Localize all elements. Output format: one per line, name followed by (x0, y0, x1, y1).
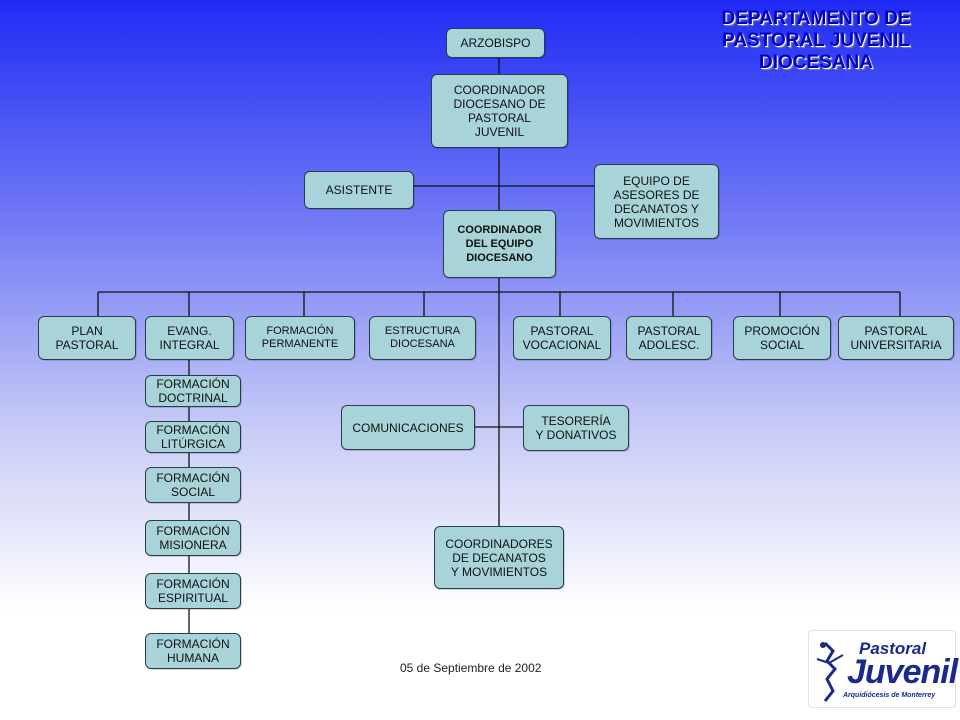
logo-text-arquidiocesis: Arquidiócesis de Monterrey (843, 692, 936, 699)
node-arzobispo: ARZOBISPO (446, 28, 545, 58)
logo-text-juvenil: Juvenil (847, 653, 958, 691)
node-formacion-liturgica: FORMACIÓN LITÚRGICA (145, 421, 241, 453)
node-formacion-doctrinal: FORMACIÓN DOCTRINAL (145, 375, 241, 407)
pastoral-juvenil-logo: Pastoral Juvenil Arquidiócesis de Monter… (808, 630, 958, 708)
node-coordinadores-decanatos: COORDINADORES DE DECANATOS Y MOVIMIENTOS (434, 526, 564, 589)
logo-text-pastoral: Pastoral (859, 639, 927, 658)
node-evang-integral: EVANG. INTEGRAL (145, 316, 234, 360)
node-formacion-espiritual: FORMACIÓN ESPIRITUAL (145, 573, 241, 609)
node-coordinador-diocesano: COORDINADOR DIOCESANO DE PASTORAL JUVENI… (431, 74, 568, 148)
node-formacion-social: FORMACIÓN SOCIAL (145, 467, 241, 503)
node-comunicaciones: COMUNICACIONES (341, 405, 475, 450)
node-pastoral-universitaria: PASTORAL UNIVERSITARIA (838, 316, 954, 360)
date-label: 05 de Septiembre de 2002 (400, 661, 542, 675)
node-plan-pastoral: PLAN PASTORAL (38, 316, 136, 360)
node-formacion-humana: FORMACIÓN HUMANA (145, 633, 241, 669)
figure-icon (816, 641, 844, 702)
node-asistente: ASISTENTE (304, 171, 414, 209)
node-promocion-social: PROMOCIÓN SOCIAL (733, 316, 831, 360)
node-equipo-asesores: EQUIPO DE ASESORES DE DECANATOS Y MOVIMI… (594, 164, 719, 239)
node-pastoral-adolesc: PASTORAL ADOLESC. (626, 316, 712, 360)
node-estructura-diocesana: ESTRUCTURA DIOCESANA (369, 316, 476, 360)
node-tesoreria: TESORERÍA Y DONATIVOS (523, 405, 629, 451)
node-coordinador-equipo: COORDINADOR DEL EQUIPO DIOCESANO (443, 210, 556, 278)
node-formacion-permanente: FORMACIÓN PERMANENTE (245, 316, 355, 360)
page-title: DEPARTAMENTO DE PASTORAL JUVENIL DIOCESA… (721, 8, 911, 73)
node-pastoral-vocacional: PASTORAL VOCACIONAL (513, 316, 611, 360)
node-formacion-misionera: FORMACIÓN MISIONERA (145, 520, 241, 556)
